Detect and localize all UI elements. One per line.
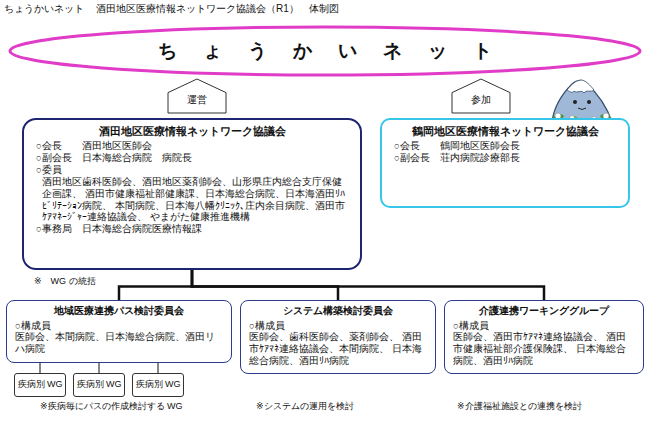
- node-heading: 疾病別 WG: [77, 379, 122, 390]
- text-group: 地域医療連携パス検討委員会 ○構成員医師会、本間病院、日本海総合病院、酒田リハ病院: [15, 305, 223, 355]
- wg-box: 疾病別 WG: [73, 373, 125, 397]
- node-text: ○副会長 日本海総合病院 病院長: [36, 152, 348, 164]
- text-group: 疾病別 WG: [77, 379, 122, 390]
- system-name: ちょうかいネット: [4, 2, 84, 16]
- text-group: システム構築検討委員会 ○構成員医師会、歯科医師会、薬剤師会、 酒田市ｹｱﾏﾈ連絡…: [249, 305, 427, 367]
- node-text: ○副会長 荘内病院診療部長: [394, 152, 616, 164]
- text-group: 鶴岡地区医療情報ネットワーク協議会 ○会長 鶴岡地区医師会長○副会長 荘内病院診療…: [394, 125, 616, 164]
- tree-connector: [158, 363, 159, 373]
- node-text: 医師会、本間病院、日本海総合病院、酒田リハ病院: [15, 331, 223, 355]
- node-heading: 鶴岡地区医療情報ネットワーク協議会: [394, 125, 616, 138]
- node-heading: 介護連携ワーキンググループ: [453, 305, 635, 318]
- node-text: ○会長 鶴岡地区医師会長: [394, 140, 616, 152]
- text-group: 酒田地区医療情報ネットワーク協議会 ○会長 酒田地区医師会○副会長 日本海総合病院…: [36, 125, 348, 235]
- text-group: 疾病別 WG: [136, 379, 181, 390]
- node-text: ○構成員: [249, 320, 427, 332]
- arrow-line: [168, 79, 226, 113]
- note-text: ※疾病毎にパスの作成検討する WG: [40, 400, 183, 413]
- council-box: 酒田地区医療情報ネットワーク協議会 ○会長 酒田地区医師会○副会長 日本海総合病院…: [22, 118, 362, 270]
- node-heading: 地域医療連携パス検討委員会: [15, 305, 223, 318]
- role-arrow: 参加: [452, 79, 510, 113]
- node-text: 医師会、歯科医師会、薬剤師会、 酒田市ｹｱﾏﾈ連絡協議会、本間病院、 日本海総合…: [249, 331, 427, 367]
- text-group: ちょうかいネット: [158, 39, 492, 63]
- node-heading: 参加: [471, 86, 491, 107]
- committee-box: 地域医療連携パス検討委員会 ○構成員医師会、本間病院、日本海総合病院、酒田リハ病院: [6, 300, 232, 363]
- node-heading: 運営: [187, 86, 207, 107]
- node-heading: 酒田地区医療情報ネットワーク協議会: [36, 125, 348, 138]
- node-text: ○会長 酒田地区医師会: [36, 140, 348, 152]
- ellipse-line: [10, 27, 640, 75]
- committee-box: システム構築検討委員会 ○構成員医師会、歯科医師会、薬剤師会、 酒田市ｹｱﾏﾈ連絡…: [240, 300, 436, 374]
- diagram-title: 酒田地区医療情報ネットワーク協議会（R1） 体制図: [96, 2, 339, 16]
- note-text: ※介護福祉施設との連携を検討: [457, 400, 582, 413]
- node-text: 医師会、酒田市ｹｱﾏﾈ連絡協議会、 酒田市健康福祉部介護保険課、 日本海総合病院…: [453, 331, 635, 367]
- council-box: 鶴岡地区医療情報ネットワーク協議会 ○会長 鶴岡地区医師会長○副会長 荘内病院診療…: [380, 118, 630, 208]
- note-text: ※ WG の統括: [34, 275, 96, 288]
- committee-box: 介護連携ワーキンググループ ○構成員医師会、酒田市ｹｱﾏﾈ連絡協議会、 酒田市健康…: [444, 300, 644, 374]
- tree-connector: [192, 270, 544, 300]
- text-group: 疾病別 WG: [18, 379, 63, 390]
- note-text: ※システムの運用を検討: [256, 400, 354, 413]
- node-text: ○構成員: [453, 320, 635, 332]
- node-text: ○委員: [36, 164, 348, 176]
- tree-connector: [192, 270, 338, 300]
- node-heading: 疾病別 WG: [136, 379, 181, 390]
- wg-box: 疾病別 WG: [14, 373, 66, 397]
- text-group: 介護連携ワーキンググループ ○構成員医師会、酒田市ｹｱﾏﾈ連絡協議会、 酒田市健康…: [453, 305, 635, 367]
- node-text: ○事務局 日本海総合病院医療情報課: [36, 223, 348, 235]
- node-heading: ちょうかいネット: [158, 39, 518, 63]
- node-heading: 疾病別 WG: [18, 379, 63, 390]
- tree-connector: [119, 270, 192, 300]
- text-group: 運営: [187, 86, 207, 107]
- text-group: 参加: [471, 86, 491, 107]
- network-ellipse: ちょうかいネット: [10, 27, 640, 75]
- node-heading: システム構築検討委員会: [249, 305, 427, 318]
- arrow-line: [452, 79, 510, 113]
- node-text: 酒田地区歯科医師会、酒田地区薬剤師会、山形県庄内総合支庁保健企画課、 酒田市健康…: [36, 176, 348, 224]
- wg-box: 疾病別 WG: [132, 373, 184, 397]
- node-text: ○構成員: [15, 320, 223, 332]
- tree-connector: [99, 363, 100, 373]
- tree-connector: [40, 363, 41, 373]
- role-arrow: 運営: [168, 79, 226, 113]
